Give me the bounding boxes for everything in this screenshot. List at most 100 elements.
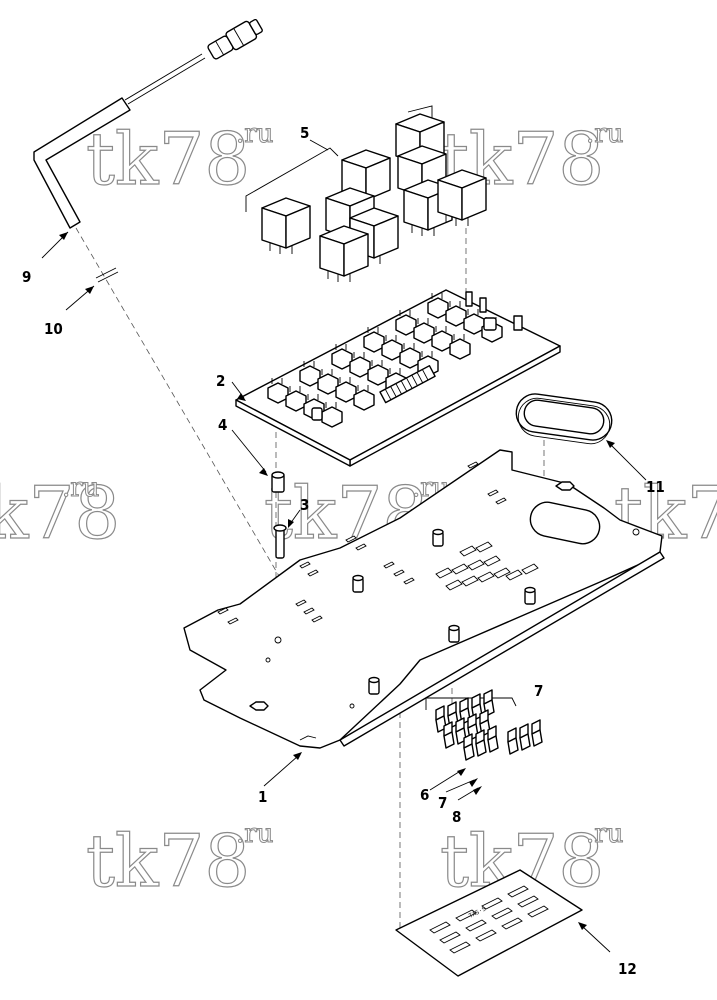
plate-slot bbox=[403, 577, 415, 585]
relay-socket bbox=[331, 348, 353, 370]
watermark-bottom-left: tk78 .ru bbox=[85, 818, 274, 903]
plate-slot bbox=[467, 461, 479, 469]
part-10-clip bbox=[95, 267, 119, 283]
relay-socket bbox=[395, 314, 417, 336]
callout-4: 4 bbox=[218, 416, 227, 434]
callout-8: 8 bbox=[452, 808, 461, 826]
socket-terminal bbox=[353, 352, 365, 358]
watermark-suffix: .ru bbox=[586, 819, 623, 849]
callout-10: 10 bbox=[44, 320, 63, 338]
relay bbox=[261, 197, 311, 254]
callout-9: 9 bbox=[22, 268, 31, 286]
relay-socket bbox=[427, 297, 449, 319]
decal-fuse-box bbox=[475, 929, 497, 942]
fuse-slot bbox=[477, 571, 495, 583]
fuse-slot bbox=[435, 567, 453, 579]
stud-top bbox=[432, 528, 444, 536]
plate-slot bbox=[303, 607, 315, 615]
part-2-relay-board bbox=[235, 289, 561, 467]
decal-fuse-box bbox=[517, 895, 539, 908]
socket-terminal bbox=[271, 378, 283, 384]
socket-terminal bbox=[389, 368, 401, 374]
relay-side bbox=[285, 205, 311, 249]
fuse-slot bbox=[467, 559, 485, 571]
decal-fuse-box bbox=[481, 897, 503, 910]
relay-socket bbox=[413, 322, 435, 344]
stud-top bbox=[448, 624, 460, 632]
socket-terminal bbox=[325, 402, 337, 408]
watermark-suffix: .ru bbox=[586, 119, 623, 149]
fuse-body bbox=[519, 733, 531, 751]
plate-slot bbox=[393, 569, 405, 577]
relay-socket bbox=[285, 390, 307, 412]
watermark-text: tk78 bbox=[86, 117, 250, 201]
relay-socket bbox=[445, 305, 467, 327]
relay-socket bbox=[335, 381, 357, 403]
plate-slot bbox=[487, 489, 499, 497]
plate-slot bbox=[307, 569, 319, 577]
fuse-body bbox=[443, 731, 455, 749]
part-7-fuse-group bbox=[425, 689, 543, 761]
plate-slot bbox=[345, 535, 357, 543]
relay-socket bbox=[317, 373, 339, 395]
relay-side bbox=[365, 157, 391, 201]
part-9-sensor-harness bbox=[33, 18, 263, 229]
fuse-slot bbox=[445, 579, 463, 591]
decal-fuse-box bbox=[429, 921, 451, 934]
fuse-body bbox=[507, 737, 519, 755]
callout-5: 5 bbox=[300, 124, 309, 142]
socket-terminal bbox=[435, 326, 447, 332]
decal-fuse-box bbox=[439, 931, 461, 944]
watermark-text: tk78 bbox=[86, 819, 250, 903]
relay-socket bbox=[321, 406, 343, 428]
relay-side bbox=[343, 233, 369, 277]
watermark-top-left: tk78 .ru bbox=[85, 116, 274, 201]
socket-terminal bbox=[367, 327, 379, 333]
relay-socket bbox=[363, 331, 385, 353]
callout-2: 2 bbox=[216, 372, 225, 390]
plate-slot bbox=[311, 615, 323, 623]
socket-terminal bbox=[289, 386, 301, 392]
relay-socket bbox=[299, 365, 321, 387]
relay-socket bbox=[367, 364, 389, 386]
part-1-base-plate bbox=[183, 449, 665, 749]
relay-pins bbox=[327, 271, 351, 282]
socket-terminal bbox=[449, 301, 461, 307]
socket-terminal bbox=[385, 335, 397, 341]
decal-fuse-box bbox=[501, 917, 523, 930]
socket-terminal bbox=[335, 344, 347, 350]
watermark-suffix: .ru bbox=[236, 119, 273, 149]
fuse-slot bbox=[461, 575, 479, 587]
fuse-slot bbox=[475, 541, 493, 553]
part-3-pin bbox=[273, 524, 287, 559]
plate-slot bbox=[299, 561, 311, 569]
decal-fuse-box bbox=[465, 919, 487, 932]
stud-top bbox=[524, 586, 536, 594]
callout-6: 6 bbox=[420, 786, 429, 804]
socket-terminal bbox=[339, 377, 351, 383]
watermark-suffix: .ru bbox=[236, 819, 273, 849]
plate-slot bbox=[355, 543, 367, 551]
relay-pins bbox=[445, 215, 469, 226]
socket-terminal bbox=[403, 343, 415, 349]
plate-slot bbox=[227, 617, 239, 625]
plate-slot bbox=[217, 607, 229, 615]
socket-terminal bbox=[371, 360, 383, 366]
watermark-text: tk78 bbox=[0, 471, 120, 555]
relay-socket bbox=[381, 339, 403, 361]
plate-slot bbox=[383, 561, 395, 569]
fuse-slot bbox=[493, 567, 511, 579]
relay bbox=[437, 169, 487, 226]
callout-3: 3 bbox=[300, 496, 309, 514]
callout-1: 1 bbox=[258, 788, 267, 806]
socket-terminal bbox=[467, 309, 479, 315]
callout-11: 11 bbox=[646, 478, 665, 496]
socket-terminal bbox=[399, 310, 411, 316]
socket-terminal bbox=[421, 351, 433, 357]
plate-slot bbox=[295, 599, 307, 607]
socket-terminal bbox=[303, 361, 315, 367]
callout-7-bottom: 7 bbox=[438, 794, 447, 812]
relay-pins bbox=[411, 225, 435, 236]
fuse-body bbox=[487, 735, 499, 753]
relay-side bbox=[373, 215, 399, 259]
